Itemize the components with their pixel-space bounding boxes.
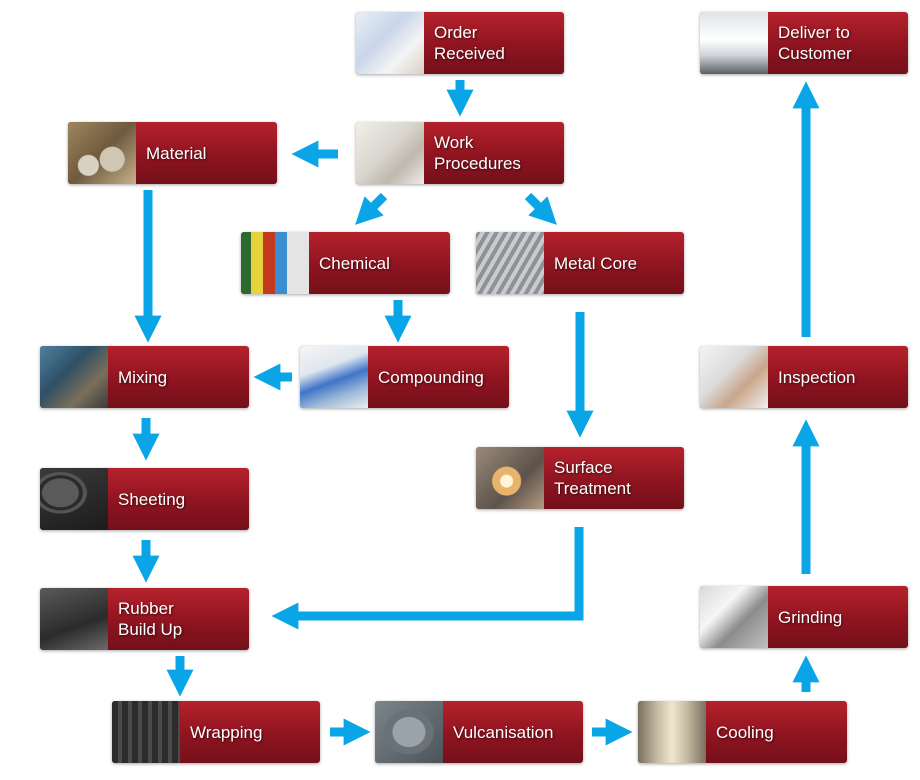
metal-core-photo-icon xyxy=(476,232,544,294)
node-label: Work Procedures xyxy=(434,133,521,173)
node-sheeting: Sheeting xyxy=(40,468,249,530)
node-inspection: Inspection xyxy=(700,346,908,408)
node-wrapping: Wrapping xyxy=(112,701,320,763)
node-label: Metal Core xyxy=(554,253,638,273)
node-label: Order Received xyxy=(434,23,505,63)
mixing-photo-icon xyxy=(40,346,108,408)
node-vulcanisation: Vulcanisation xyxy=(375,701,583,763)
node-work-procedures: Work Procedures xyxy=(356,122,564,184)
compounding-photo-icon xyxy=(300,346,368,408)
node-label: Cooling xyxy=(716,722,774,742)
node-order-received: Order Received xyxy=(356,12,564,74)
node-label: Surface Treatment xyxy=(554,458,631,498)
rubber-photo-icon xyxy=(40,588,108,650)
work-photo-icon xyxy=(356,122,424,184)
arrow-work-to-chemical xyxy=(355,192,388,225)
chemical-photo-icon xyxy=(241,232,309,294)
node-label: Compounding xyxy=(378,367,484,387)
surface-photo-icon xyxy=(476,447,544,509)
node-label: Mixing xyxy=(118,367,168,387)
node-label: Sheeting xyxy=(118,489,186,509)
truck-photo-icon xyxy=(700,12,768,74)
sheeting-photo-icon xyxy=(40,468,108,530)
node-compounding: Compounding xyxy=(300,346,509,408)
material-photo-icon xyxy=(68,122,136,184)
grinding-photo-icon xyxy=(700,586,768,648)
wrapping-photo-icon xyxy=(112,701,180,763)
node-label: Rubber Build Up xyxy=(118,599,183,639)
cooling-photo-icon xyxy=(638,701,706,763)
node-grinding: Grinding xyxy=(700,586,908,648)
node-label: Wrapping xyxy=(190,722,263,742)
arrow-work-to-metal xyxy=(524,192,557,225)
node-mixing: Mixing xyxy=(40,346,249,408)
node-metal-core: Metal Core xyxy=(476,232,684,294)
inspection-photo-icon xyxy=(700,346,768,408)
node-label: Deliver to Customer xyxy=(778,23,852,63)
node-deliver-to-customer: Deliver to Customer xyxy=(700,12,908,74)
node-label: Vulcanisation xyxy=(453,722,554,742)
node-chemical: Chemical xyxy=(241,232,450,294)
node-cooling: Cooling xyxy=(638,701,847,763)
node-label: Material xyxy=(146,143,207,163)
order-photo-icon xyxy=(356,12,424,74)
node-material: Material xyxy=(68,122,277,184)
node-label: Chemical xyxy=(319,253,390,273)
arrow-surface-to-rubber xyxy=(271,527,584,630)
node-label: Inspection xyxy=(778,367,856,387)
vulcanisation-photo-icon xyxy=(375,701,443,763)
node-label: Grinding xyxy=(778,607,843,627)
node-surface-treatment: Surface Treatment xyxy=(476,447,684,509)
node-rubber-build-up: Rubber Build Up xyxy=(40,588,249,650)
